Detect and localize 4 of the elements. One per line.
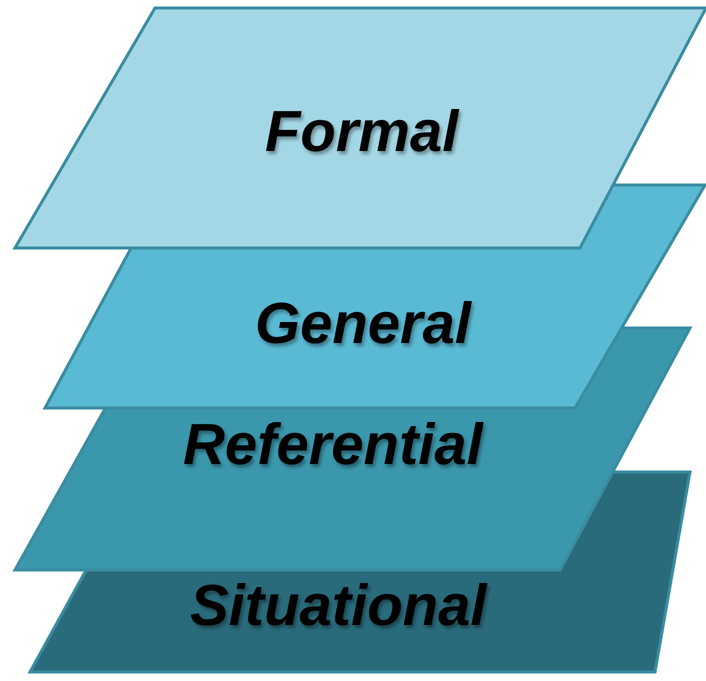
layer-label: General	[255, 290, 471, 357]
layer-label: Referential	[183, 411, 483, 478]
layer-label: Situational	[190, 572, 486, 639]
layer-label: Formal	[265, 98, 458, 165]
